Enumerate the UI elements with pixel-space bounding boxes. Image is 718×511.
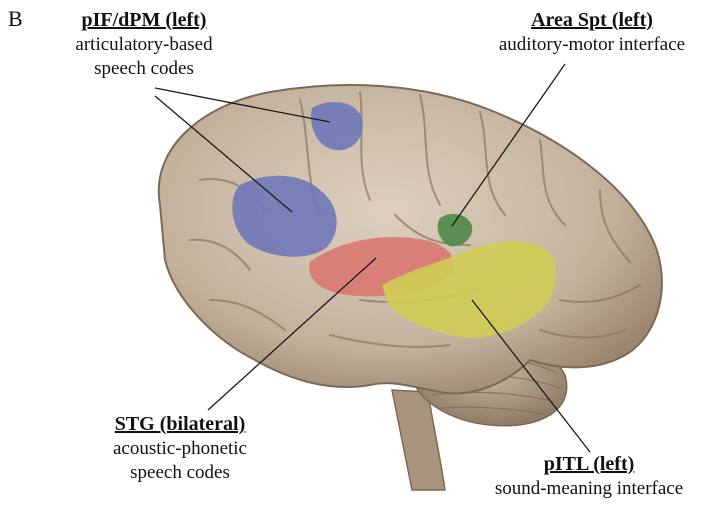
label-stg: STG (bilateral) acoustic-phonetic speech… — [70, 412, 290, 485]
label-pif-desc-1: articulatory-based — [75, 34, 213, 55]
leader-pif-upper — [154, 87, 331, 123]
pif-region-upper — [311, 102, 363, 151]
label-pif-title: pIF/dPM (left) — [81, 9, 207, 31]
brain-stem — [391, 389, 446, 491]
label-pif-dpm: pIF/dPM (left) articulatory-based speech… — [40, 8, 248, 81]
label-pitl-title: pITL (left) — [543, 453, 635, 475]
leader-stg — [207, 257, 377, 411]
label-area-spt: Area Spt (left) auditory-motor interface — [470, 8, 714, 57]
panel-letter: B — [8, 6, 23, 31]
label-stg-desc-1: acoustic-phonetic — [112, 438, 247, 459]
label-stg-title: STG (bilateral) — [114, 413, 246, 435]
label-stg-desc-2: speech codes — [130, 461, 230, 483]
label-pitl: pITL (left) sound-meaning interface — [464, 452, 714, 501]
label-pif-desc-2: speech codes — [94, 57, 194, 79]
pitl-region — [382, 241, 557, 338]
label-spt-desc-1: auditory-motor interface — [498, 34, 686, 55]
leader-pitl — [471, 299, 591, 453]
pif-region-lower — [232, 175, 337, 257]
leader-pif-lower — [154, 95, 293, 213]
label-spt-title: Area Spt (left) — [531, 9, 653, 31]
spt-region — [437, 213, 473, 247]
label-pitl-desc-1: sound-meaning interface — [494, 478, 684, 499]
leader-spt — [451, 63, 566, 227]
